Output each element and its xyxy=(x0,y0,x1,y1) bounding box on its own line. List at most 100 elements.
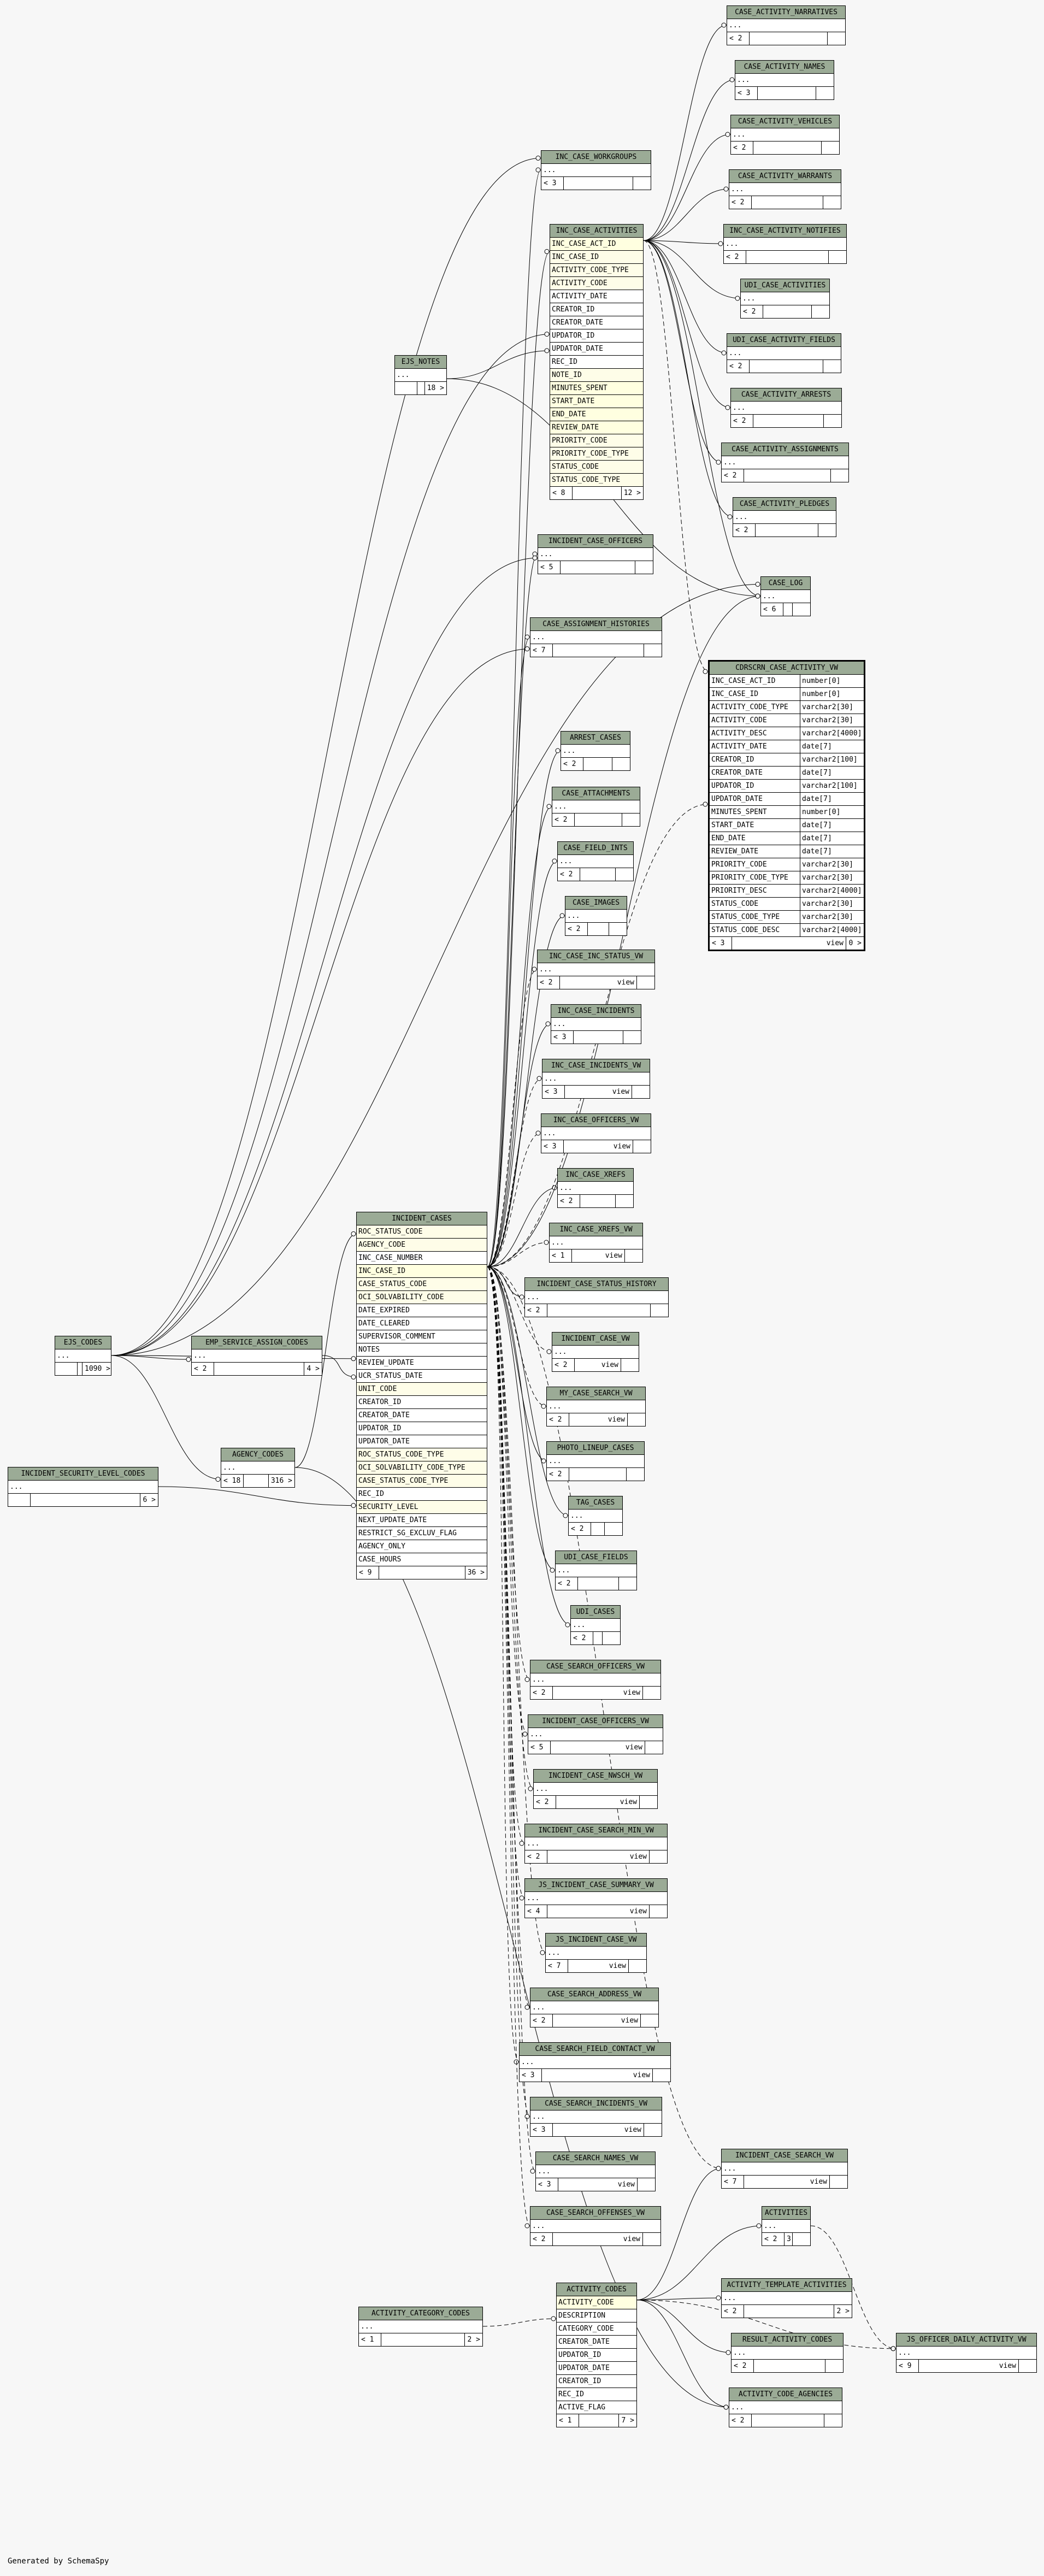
table-title[interactable]: INCIDENT_CASE_VW xyxy=(552,1333,639,1346)
column-row[interactable]: ... xyxy=(530,631,662,644)
table-title[interactable]: UDI_CASE_ACTIVITY_FIELDS xyxy=(727,334,841,347)
column-row[interactable]: ... xyxy=(542,1072,650,1086)
table-title[interactable]: ARREST_CASES xyxy=(561,732,630,745)
table-udi-case-activities[interactable]: UDI_CASE_ACTIVITIES...< 2 xyxy=(740,279,830,319)
column-row[interactable]: CREATOR_DATE xyxy=(557,2336,636,2349)
column-row[interactable]: AGENCY_CODE xyxy=(357,1239,487,1252)
column-row[interactable]: CREATOR_ID xyxy=(557,2375,636,2388)
column-row[interactable]: CATEGORY_CODE xyxy=(557,2322,636,2336)
column-row[interactable]: ACTIVITY_CODE xyxy=(557,2296,636,2309)
column-row[interactable]: CREATOR_DATE xyxy=(550,316,643,329)
table-case-attachments[interactable]: CASE_ATTACHMENTS...< 2 xyxy=(552,787,640,827)
column-row[interactable]: ... xyxy=(732,2347,843,2360)
column-row[interactable]: OCI_SOLVABILITY_CODE_TYPE xyxy=(357,1461,487,1475)
table-ejs-notes[interactable]: EJS_NOTES...18 > xyxy=(394,355,447,395)
table-incident-security-level-codes[interactable]: INCIDENT_SECURITY_LEVEL_CODES...6 > xyxy=(8,1467,158,1507)
column-row[interactable]: ... xyxy=(395,369,446,382)
column-row[interactable]: ... xyxy=(530,2001,658,2014)
column-row[interactable]: UNIT_CODE xyxy=(357,1383,487,1396)
column-row[interactable]: INC_CASE_ID xyxy=(550,251,643,264)
column-row[interactable]: ... xyxy=(729,183,841,196)
table-title[interactable]: INCIDENT_CASES xyxy=(357,1212,487,1225)
column-row[interactable]: REC_ID xyxy=(557,2388,636,2401)
column-row[interactable]: REVIEW_DATE xyxy=(550,421,643,434)
column-row[interactable]: ... xyxy=(733,511,836,524)
table-title[interactable]: INC_CASE_WORKGROUPS xyxy=(541,151,651,164)
column-row[interactable]: OCI_SOLVABILITY_CODE xyxy=(357,1291,487,1304)
table-title[interactable]: CASE_SEARCH_INCIDENTS_VW xyxy=(530,2097,662,2111)
table-title[interactable]: INCIDENT_CASE_STATUS_HISTORY xyxy=(525,1278,668,1291)
column-row[interactable]: CREATOR_ID xyxy=(357,1396,487,1409)
column-row[interactable]: START_DATE xyxy=(550,395,643,408)
table-title[interactable]: RESULT_ACTIVITY_CODES xyxy=(732,2333,843,2347)
table-title[interactable]: JS_OFFICER_DAILY_ACTIVITY_VW xyxy=(896,2333,1036,2347)
column-row[interactable]: REC_ID xyxy=(357,1488,487,1501)
table-title[interactable]: TAG_CASES xyxy=(569,1496,622,1510)
column-row[interactable]: ... xyxy=(556,1564,636,1577)
column-row[interactable]: ... xyxy=(722,2162,847,2176)
column-row[interactable]: ... xyxy=(729,2401,842,2414)
column-row[interactable]: ... xyxy=(722,2292,852,2305)
table-case-log[interactable]: CASE_LOG...< 6 xyxy=(760,576,811,616)
column-row[interactable]: INC_CASE_ID xyxy=(357,1265,487,1278)
table-title[interactable]: EJS_CODES xyxy=(55,1336,111,1349)
table-title[interactable]: ACTIVITY_TEMPLATE_ACTIVITIES xyxy=(722,2279,852,2292)
table-case-activity-assignments[interactable]: CASE_ACTIVITY_ASSIGNMENTS...< 2 xyxy=(721,443,849,482)
table-title[interactable]: INC_CASE_INCIDENTS_VW xyxy=(542,1059,650,1072)
table-title[interactable]: ACTIVITY_CATEGORY_CODES xyxy=(359,2307,482,2320)
column-row[interactable]: ... xyxy=(727,347,841,360)
column-row[interactable]: REC_ID xyxy=(550,356,643,369)
table-title[interactable]: INCIDENT_CASE_OFFICERS_VW xyxy=(528,1715,663,1728)
table-case-activity-vehicles[interactable]: CASE_ACTIVITY_VEHICLES...< 2 xyxy=(730,115,840,155)
table-title[interactable]: CASE_ASSIGNMENT_HISTORIES xyxy=(530,618,662,631)
column-row[interactable]: ... xyxy=(550,1236,642,1249)
column-row[interactable]: ... xyxy=(359,2320,482,2333)
column-row[interactable]: ACTIVITY_CODE xyxy=(550,277,643,290)
column-row[interactable]: ... xyxy=(8,1481,158,1494)
table-title[interactable]: CASE_ACTIVITY_NARRATIVES xyxy=(727,6,845,19)
column-row[interactable]: ... xyxy=(538,548,653,561)
table-udi-case-fields[interactable]: UDI_CASE_FIELDS...< 2 xyxy=(555,1551,637,1590)
column-row[interactable]: ACTIVITY_CODE_TYPE xyxy=(550,264,643,277)
column-row[interactable]: ... xyxy=(571,1619,620,1632)
table-arrest-cases[interactable]: ARREST_CASES...< 2 xyxy=(561,731,630,771)
column-row[interactable]: ... xyxy=(530,2220,660,2233)
column-row[interactable]: ... xyxy=(558,1182,633,1195)
table-title[interactable]: INCIDENT_CASE_NWSCH_VW xyxy=(534,1770,657,1783)
table-title[interactable]: ACTIVITIES xyxy=(762,2207,810,2220)
table-title[interactable]: INC_CASE_OFFICERS_VW xyxy=(541,1114,651,1127)
table-title[interactable]: EMP_SERVICE_ASSIGN_CODES xyxy=(192,1336,322,1349)
table-inc-case-incidents[interactable]: INC_CASE_INCIDENTS...< 3 xyxy=(551,1004,641,1044)
column-row[interactable]: STATUS_CODE xyxy=(550,461,643,474)
column-row[interactable]: ... xyxy=(896,2347,1036,2360)
column-row[interactable]: DATE_EXPIRED xyxy=(357,1304,487,1317)
table-title[interactable]: CASE_SEARCH_NAMES_VW xyxy=(536,2152,655,2165)
table-title[interactable]: UDI_CASES xyxy=(571,1606,620,1619)
column-row[interactable]: ... xyxy=(534,1783,657,1796)
table-title[interactable]: CASE_SEARCH_ADDRESS_VW xyxy=(530,1988,658,2001)
table-case-activity-names[interactable]: CASE_ACTIVITY_NAMES...< 3 xyxy=(735,60,834,100)
column-row[interactable]: ROC_STATUS_CODE_TYPE xyxy=(357,1448,487,1461)
column-row[interactable]: MINUTES_SPENT xyxy=(550,382,643,395)
column-row[interactable]: ... xyxy=(727,19,845,32)
table-title[interactable]: INC_CASE_ACTIVITY_NOTIFIES xyxy=(724,225,846,238)
